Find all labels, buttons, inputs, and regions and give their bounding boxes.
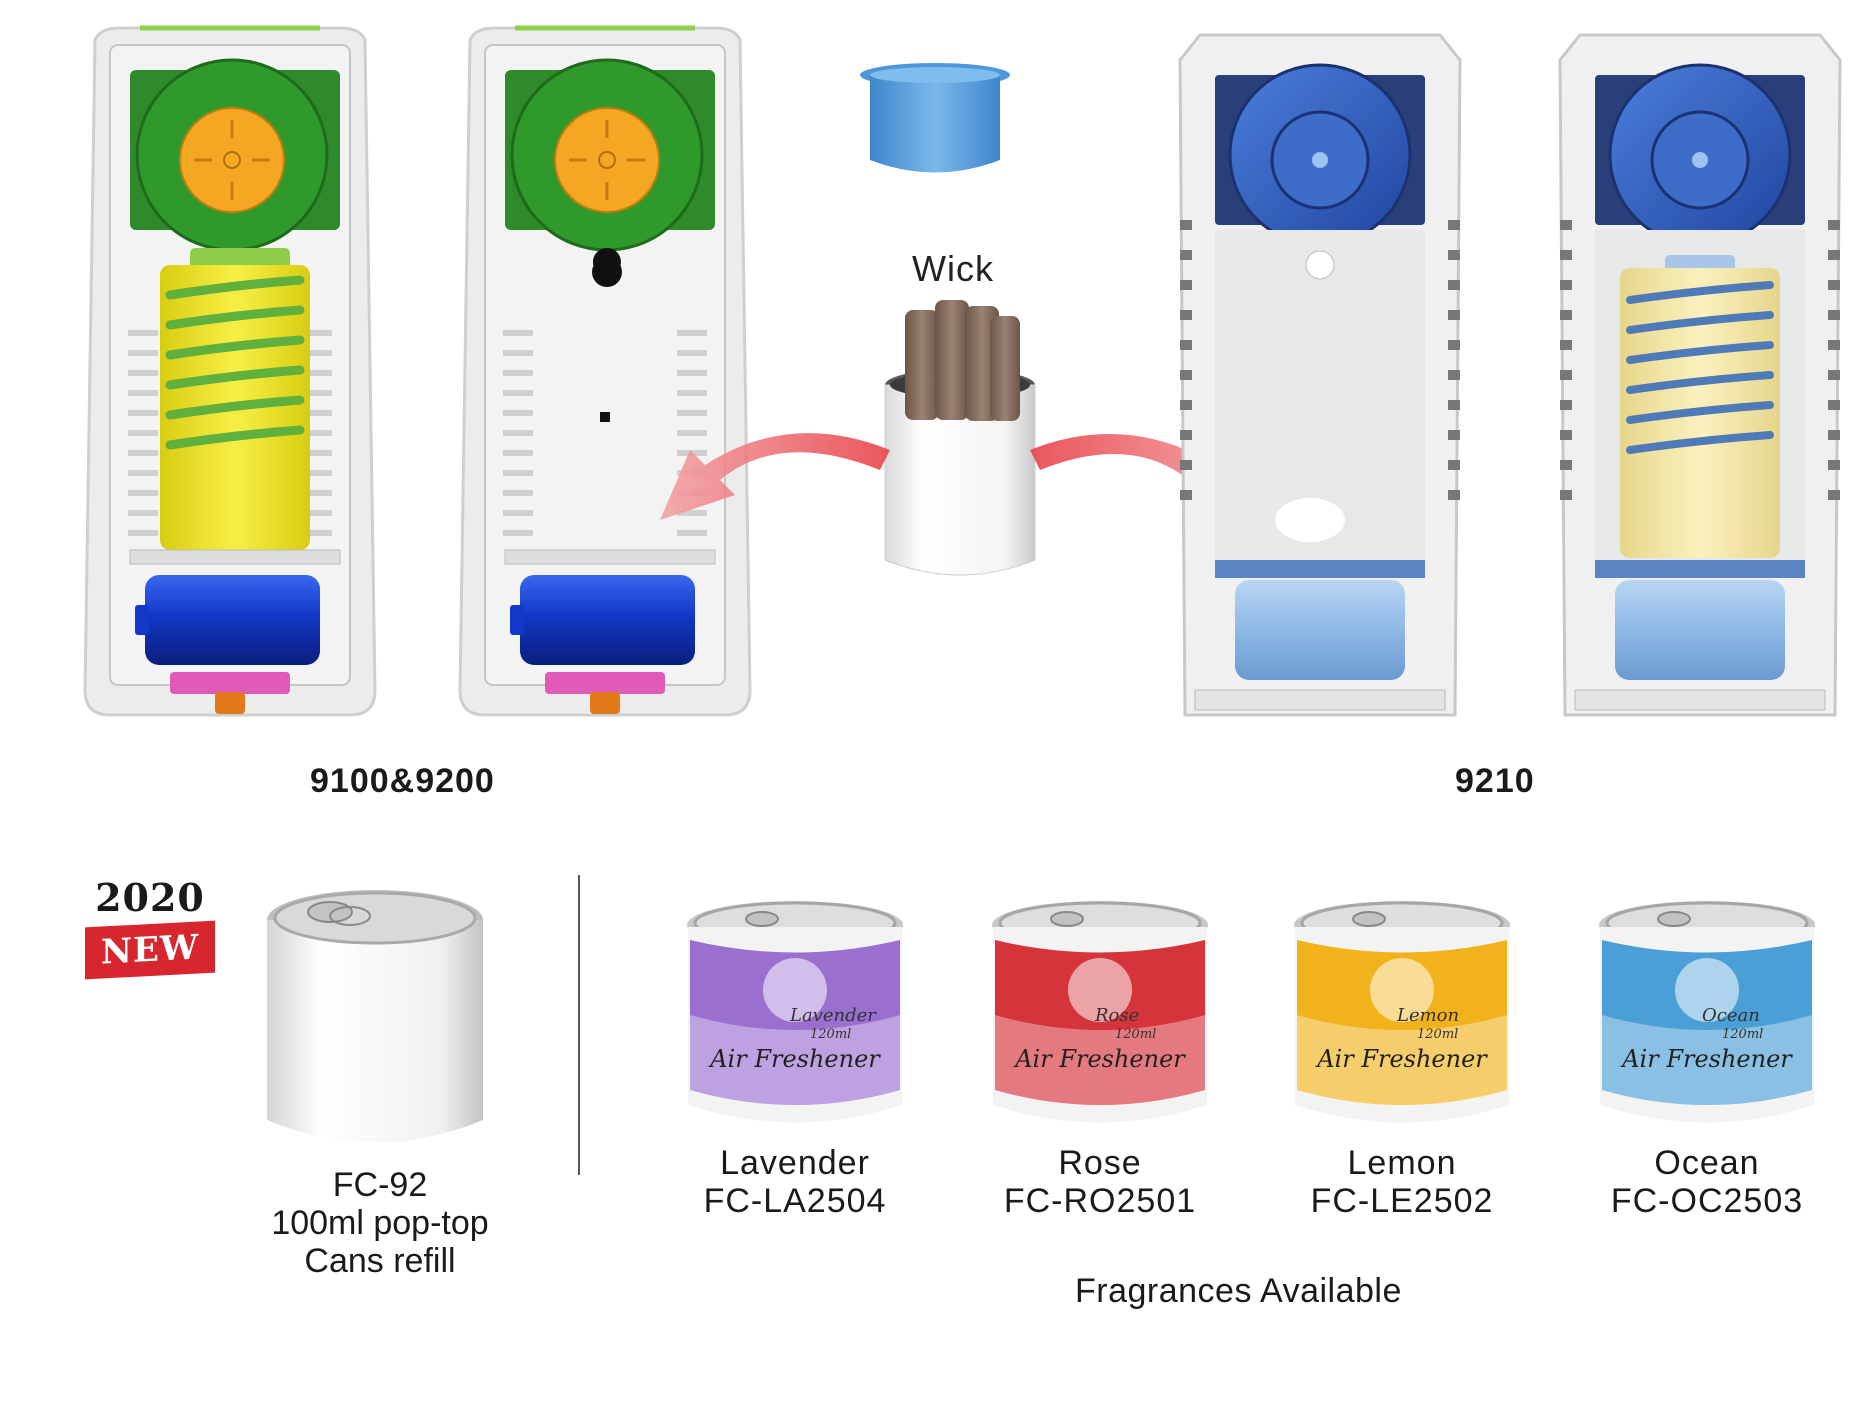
fragrance-label-word: Lavender xyxy=(790,1005,876,1026)
blank-pop-top-can xyxy=(267,890,483,1143)
badge-tag-text: NEW xyxy=(100,927,200,973)
section-divider xyxy=(578,875,580,1175)
fragrance-item-rose: Rose 120ml Air Freshener Rose FC-RO2501 xyxy=(985,895,1215,1220)
fragrance-item-lavender: Lavender 120ml Air Freshener Lavender FC… xyxy=(680,895,910,1220)
fragrance-label-volume: 120ml xyxy=(1115,1027,1157,1042)
refill-caption: FC-92 100ml pop-top Cans refill xyxy=(240,1166,520,1280)
fragrance-can-icon xyxy=(992,901,1208,1123)
fragrance-label-word: Lemon xyxy=(1397,1005,1460,1026)
fragrance-code: FC-LA2504 xyxy=(703,1182,887,1220)
refill-line-1: 100ml pop-top xyxy=(271,1204,489,1242)
wick-can-icon xyxy=(884,300,1036,576)
fragrance-code: FC-RO2501 xyxy=(1003,1182,1197,1220)
fragrance-label-word: Rose xyxy=(1095,1005,1140,1026)
fragrance-label-volume: 120ml xyxy=(1417,1027,1459,1042)
badge-year: 2020 xyxy=(95,875,205,920)
dispenser-9200-empty xyxy=(458,25,752,717)
fragrance-name: Rose xyxy=(1058,1144,1142,1182)
fragrance-code: FC-LE2502 xyxy=(1310,1182,1494,1220)
fragrances-available-label: Fragrances Available xyxy=(1075,1272,1402,1310)
dispenser-9100-with-cartridge xyxy=(83,25,377,717)
fragrance-label-volume: 120ml xyxy=(810,1027,852,1042)
dispenser-illustrations xyxy=(83,25,1842,717)
badge-tag: NEW xyxy=(85,920,215,980)
fragrance-can-icon xyxy=(1294,901,1510,1123)
arrow-left-icon xyxy=(660,433,890,520)
wick-label: Wick xyxy=(912,248,994,289)
model-label-9210: 9210 xyxy=(1455,762,1535,800)
model-label-9100-9200: 9100&9200 xyxy=(310,762,495,800)
fragrance-can-icon xyxy=(1599,901,1815,1123)
fragrance-can-icon xyxy=(687,901,903,1123)
dispenser-9210-with-cartridge xyxy=(1558,33,1842,717)
fragrance-label-volume: 120ml xyxy=(1722,1027,1764,1042)
fragrance-name: Lemon xyxy=(1347,1144,1457,1182)
dispenser-9210-empty xyxy=(1178,33,1462,717)
new-2020-badge: 2020 NEW xyxy=(85,875,215,985)
fragrance-label-word: Ocean xyxy=(1702,1005,1760,1026)
fragrance-name: Ocean xyxy=(1654,1144,1760,1182)
refill-line-2: Cans refill xyxy=(304,1242,456,1280)
fragrance-label-brand: Air Freshener xyxy=(1015,1045,1185,1073)
refill-code: FC-92 xyxy=(332,1166,428,1204)
fragrance-item-lemon: Lemon 120ml Air Freshener Lemon FC-LE250… xyxy=(1287,895,1517,1220)
refill-cap-icon xyxy=(860,63,1010,173)
fragrance-label-brand: Air Freshener xyxy=(1622,1045,1792,1073)
fragrance-name: Lavender xyxy=(720,1144,870,1182)
fragrance-label-brand: Air Freshener xyxy=(1317,1045,1487,1073)
fragrance-item-ocean: Ocean 120ml Air Freshener Ocean FC-OC250… xyxy=(1592,895,1822,1220)
fragrance-code: FC-OC2503 xyxy=(1610,1182,1804,1220)
fragrance-label-brand: Air Freshener xyxy=(710,1045,880,1073)
